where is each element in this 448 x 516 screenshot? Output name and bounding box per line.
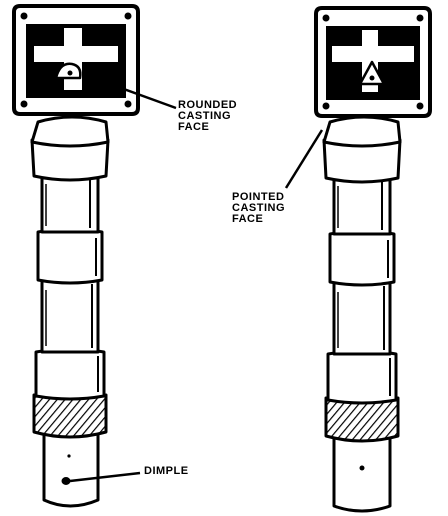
right-shaft-assembly <box>314 6 432 513</box>
left-rounded-casting-face <box>54 62 82 80</box>
leader-lines <box>69 74 324 483</box>
label-line: FACE <box>232 213 264 225</box>
right-pointed-casting-face <box>358 60 386 86</box>
leader-rounded-casting-face <box>87 74 177 110</box>
label-dimple: DIMPLE <box>144 466 189 477</box>
right-spindle <box>332 432 392 513</box>
left-gear <box>32 393 108 439</box>
leader-dimple <box>69 471 141 483</box>
label-rounded-casting-face: ROUNDED CASTING FACE <box>178 100 237 133</box>
label-line: POINTED <box>232 191 285 203</box>
label-line: DIMPLE <box>144 465 189 477</box>
label-line: CASTING <box>178 110 231 122</box>
label-line: ROUNDED <box>178 99 238 111</box>
label-line: CASTING <box>232 202 285 214</box>
label-pointed-casting-face: POINTED CASTING FACE <box>232 192 285 225</box>
left-dimple <box>61 477 71 485</box>
right-gear <box>324 396 400 443</box>
left-spindle <box>42 428 100 508</box>
left-shaft-assembly <box>12 4 140 508</box>
label-line: FACE <box>178 121 210 133</box>
leader-pointed-casting-face <box>284 129 324 189</box>
